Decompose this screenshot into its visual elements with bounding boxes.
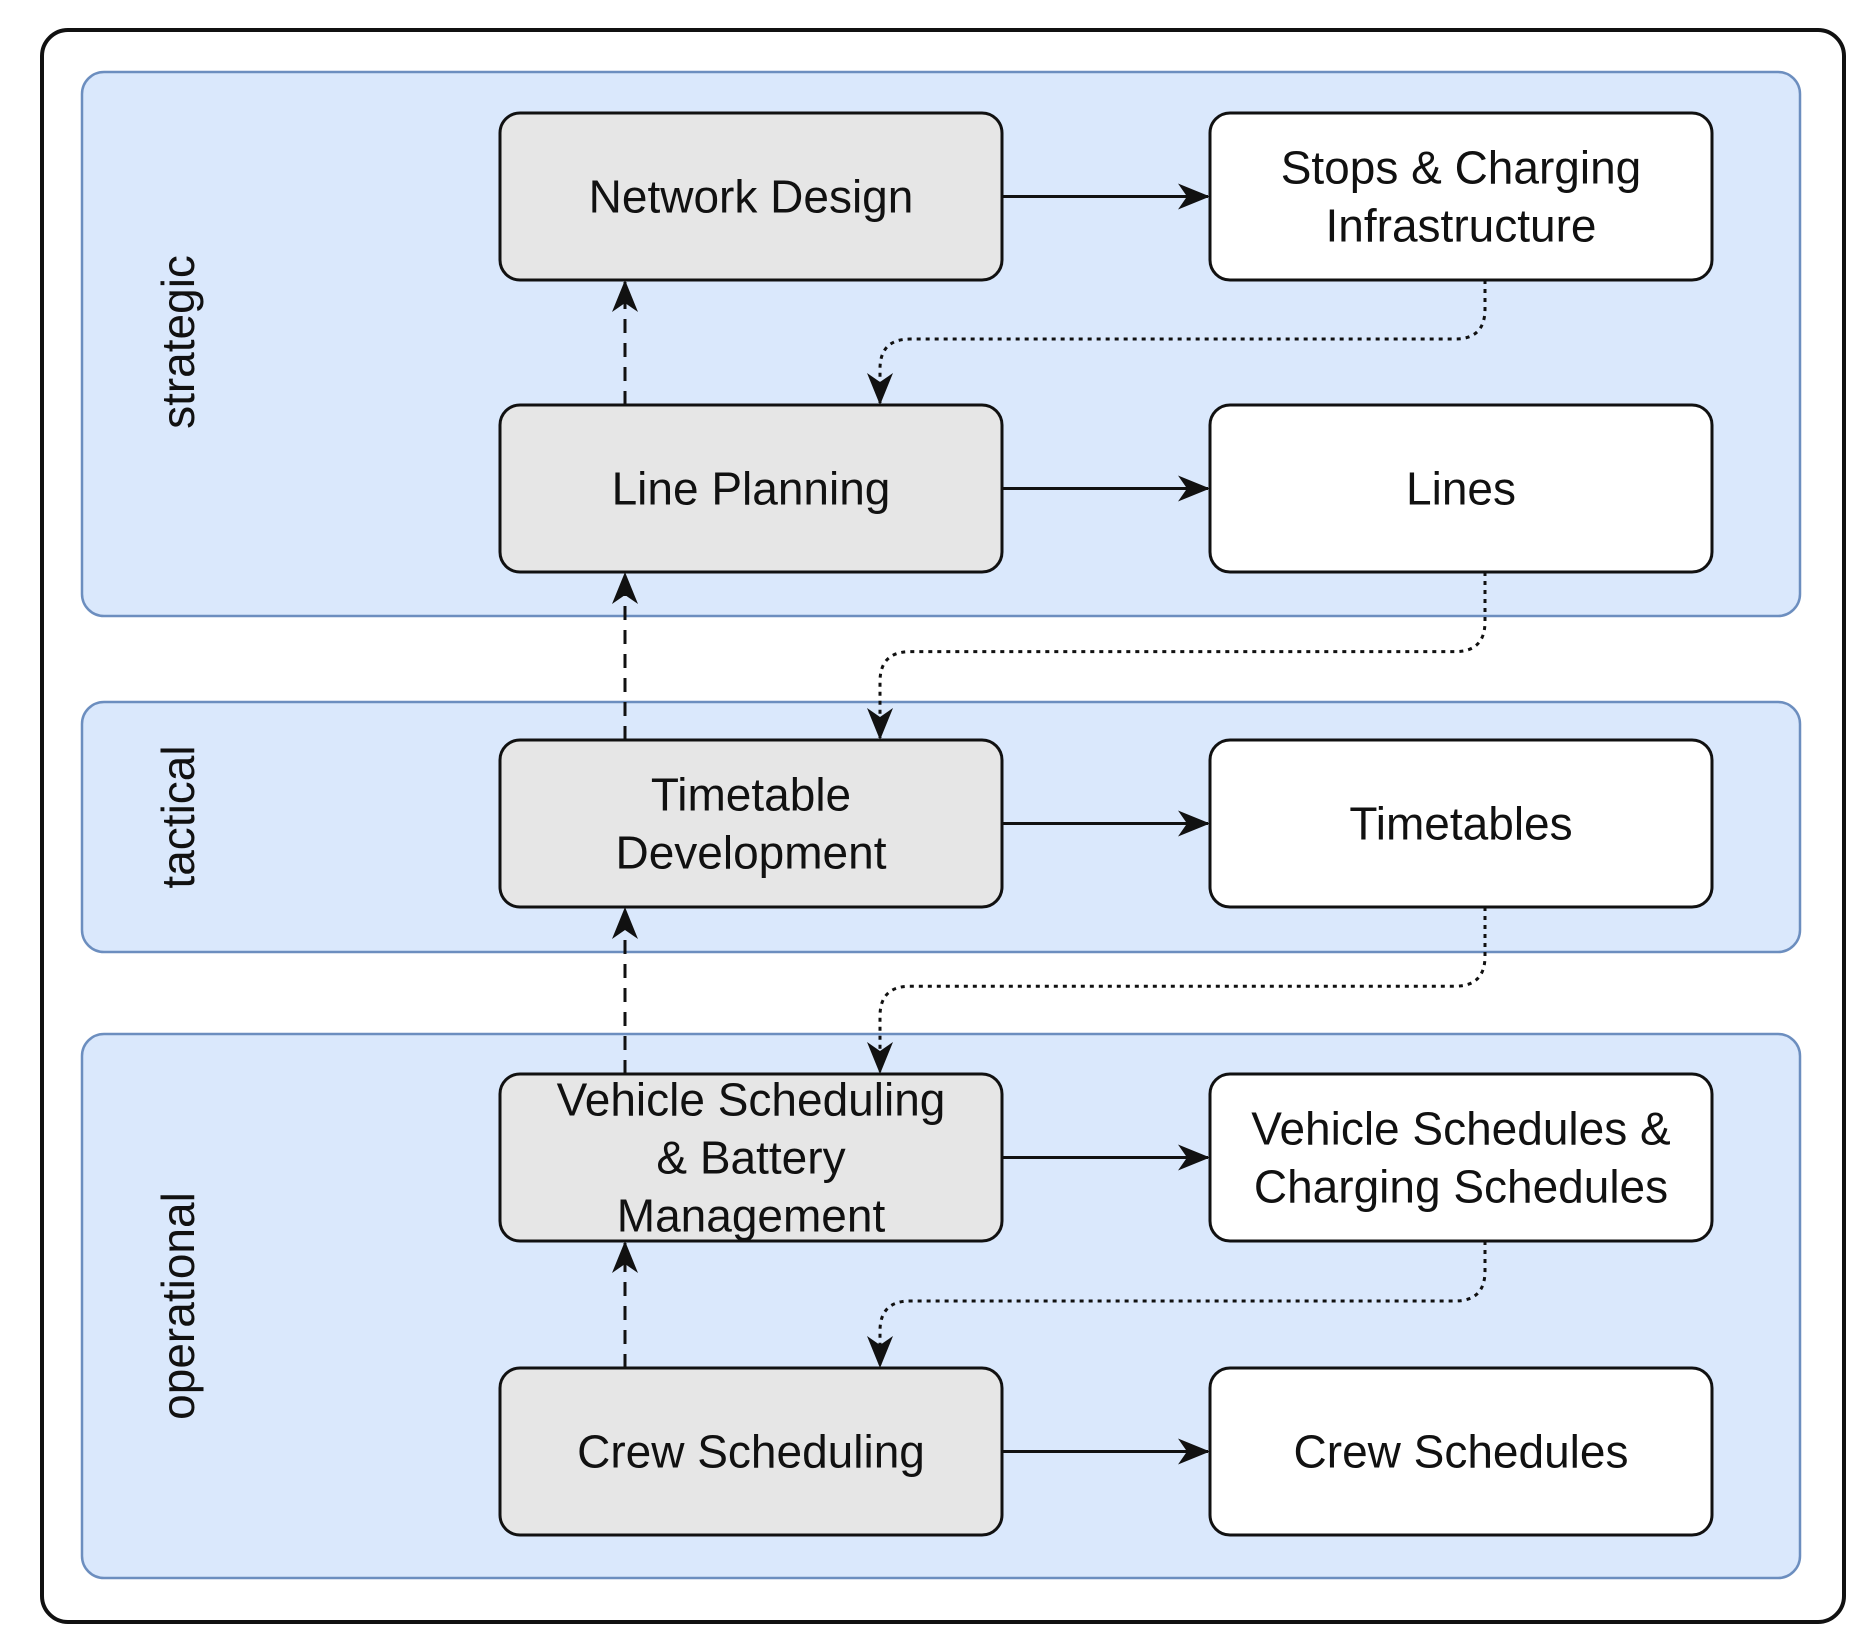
node-vehicle-scheduling-box xyxy=(498,1072,1004,1243)
node-timetables: Timetables xyxy=(1208,738,1714,909)
node-crew-schedules: Crew Schedules xyxy=(1208,1366,1714,1537)
node-line-planning-box xyxy=(498,403,1004,574)
node-line-planning-label: Line Planning xyxy=(612,463,891,515)
node-vehicle-scheduling-label: Management xyxy=(617,1190,886,1242)
node-vehicle-schedules: Vehicle Schedules & Charging Schedules xyxy=(1208,1072,1714,1243)
node-vehicle-schedules-label: Charging Schedules xyxy=(1254,1161,1668,1213)
node-network-design: Network Design xyxy=(498,111,1004,282)
node-timetable-development-box xyxy=(498,738,1004,909)
node-vehicle-schedules-label: Vehicle Schedules & xyxy=(1251,1103,1670,1155)
node-timetables-label: Timetables xyxy=(1349,798,1572,850)
node-crew-scheduling: Crew Scheduling xyxy=(498,1366,1004,1537)
node-timetable-development-label: Development xyxy=(615,827,886,879)
node-vehicle-scheduling-label: & Battery xyxy=(656,1132,845,1184)
edge-stops-charging-to-line-planning xyxy=(867,280,1487,405)
node-crew-schedules-label: Crew Schedules xyxy=(1294,1426,1629,1478)
edge-timetables-to-vehicle-scheduling xyxy=(867,907,1487,1074)
node-crew-schedules-box xyxy=(1208,1366,1714,1537)
node-stops-charging-label: Stops & Charging xyxy=(1281,142,1642,194)
node-stops-charging-box xyxy=(1208,111,1714,282)
node-vehicle-scheduling-label: Vehicle Scheduling xyxy=(557,1074,946,1126)
edges-layer xyxy=(612,183,1487,1465)
node-stops-charging-label: Infrastructure xyxy=(1326,200,1597,252)
node-line-planning: Line Planning xyxy=(498,403,1004,574)
node-timetables-box xyxy=(1208,738,1714,909)
node-timetable-development-label: Timetable xyxy=(651,769,851,821)
band-operational-label: operational xyxy=(152,1192,204,1420)
node-network-design-label: Network Design xyxy=(589,171,914,223)
edge-vehicle-schedules-to-crew-scheduling xyxy=(867,1241,1487,1368)
node-crew-scheduling-box xyxy=(498,1366,1004,1537)
node-lines-box xyxy=(1208,403,1714,574)
node-vehicle-schedules-box xyxy=(1208,1072,1714,1243)
node-lines: Lines xyxy=(1208,403,1714,574)
edge-lines-to-timetable-development xyxy=(867,572,1487,740)
node-lines-label: Lines xyxy=(1406,463,1516,515)
node-network-design-box xyxy=(498,111,1004,282)
node-crew-scheduling-label: Crew Scheduling xyxy=(577,1426,925,1478)
band-tactical-label: tactical xyxy=(152,745,204,888)
band-strategic-label: strategic xyxy=(152,255,204,429)
